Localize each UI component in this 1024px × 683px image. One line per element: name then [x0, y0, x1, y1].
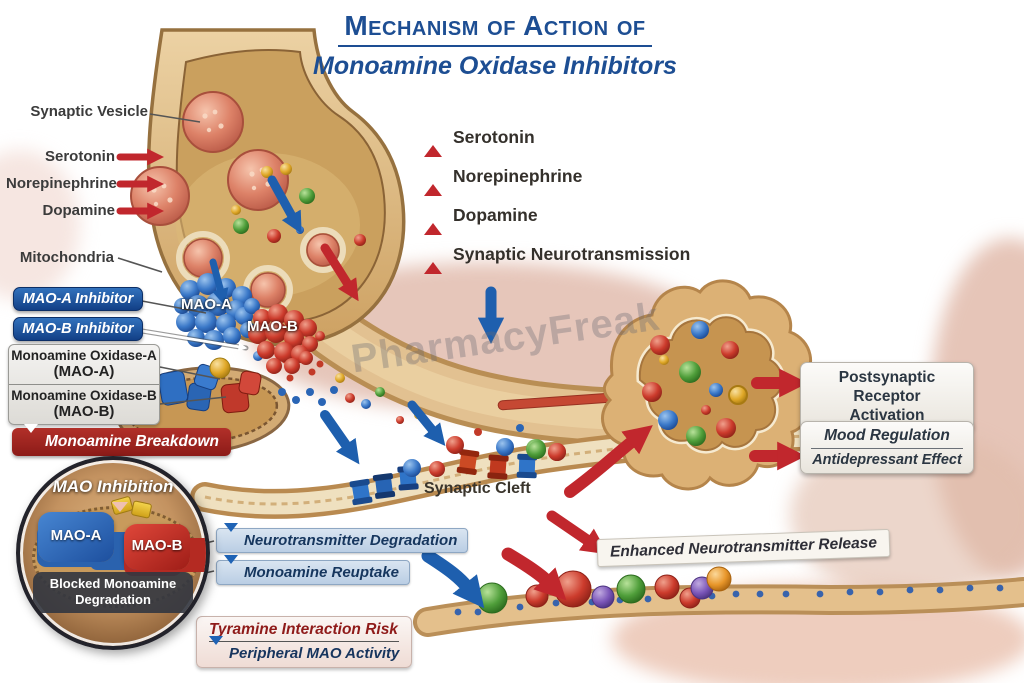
- label-synaptic-vesicle: Synaptic Vesicle: [30, 103, 148, 120]
- label-mitochondria: Mitochondria: [19, 249, 114, 266]
- neurotransmitter-dots: [231, 163, 366, 246]
- divider: [811, 448, 963, 449]
- tyramine-risk-label: Tyramine Interaction Risk: [209, 621, 400, 642]
- bottom-membrane: [413, 566, 1024, 637]
- postsynaptic-line2: Activation: [849, 407, 925, 424]
- monoamine-breakdown-box: Monoamine Breakdown: [12, 424, 231, 456]
- banner-line1: Blocked Monoamine: [49, 576, 177, 591]
- postsynaptic-line1: Postsynaptic Receptor: [838, 369, 936, 405]
- degradation-box: Neurotransmitter Degradation: [216, 523, 469, 553]
- decrease-arrow-icon: [224, 555, 238, 581]
- mao-inhibition-inset: MAO Inhibition MAO-A MAO-B Blocked Monoa…: [16, 456, 210, 650]
- mao-a-inhibitor-box: MAO-A Inhibitor: [13, 287, 143, 311]
- mao-b-enzyme-label: Monoamine Oxidase-B (MAO-B): [9, 384, 159, 424]
- label-serotonin: Serotonin: [45, 148, 115, 165]
- banner-line2: Degradation: [75, 592, 151, 607]
- postsynaptic-neuron: [528, 279, 812, 491]
- peripheral-mao-label: Peripheral MAO Activity: [229, 645, 400, 662]
- mao-b-name: Monoamine Oxidase-B: [11, 388, 157, 403]
- degradation-label: Neurotransmitter Degradation: [244, 532, 458, 549]
- effect-serotonin: Serotonin: [424, 125, 690, 157]
- reuptake-label: Monoamine Reuptake: [244, 564, 400, 581]
- increased-effects-list: Serotonin Norepinephrine Dopamine Synapt…: [424, 125, 691, 274]
- breakdown-label: Monoamine Breakdown: [45, 433, 219, 450]
- enzyme-labels-box: Monoamine Oxidase-A (MAO-A) Monoamine Ox…: [8, 344, 160, 425]
- effect-label: Synaptic Neurotransmission: [453, 243, 691, 264]
- label-norepinephrine: Norepinephrine: [6, 175, 117, 192]
- inset-mao-a-blob: MAO-A: [38, 512, 114, 562]
- synaptic-vesicles: [130, 91, 346, 315]
- antidepressant-label: Antidepressant Effect: [812, 452, 962, 468]
- mao-a-enzyme-label: Monoamine Oxidase-A (MAO-A): [9, 345, 159, 384]
- mao-a-cluster-label: MAO-A: [181, 296, 232, 313]
- effect-norepinephrine: Norepinephrine: [424, 164, 690, 196]
- mito-enzymes: [157, 357, 262, 414]
- increase-arrow-icon: [424, 245, 442, 274]
- increase-arrow-icon: [424, 167, 442, 196]
- mao-b-inhibitor-box: MAO-B Inhibitor: [13, 317, 143, 341]
- synaptic-cleft-label: Synaptic Cleft: [424, 480, 531, 497]
- title-line1: Mechanism of Action of: [338, 10, 652, 47]
- inset-mao-b-blob: MAO-B: [124, 524, 190, 570]
- mood-regulation-box: Mood Regulation Antidepressant Effect: [800, 421, 974, 474]
- effect-label: Serotonin: [453, 126, 535, 147]
- tyramine-box: Tyramine Interaction Risk Peripheral MAO…: [196, 616, 413, 668]
- effect-neurotransmission: Synaptic Neurotransmission: [424, 242, 691, 274]
- decrease-arrow-icon: [24, 424, 38, 451]
- blocked-path-arrow-icon: [112, 502, 128, 530]
- mao-a-abbr: (MAO-A): [53, 363, 115, 380]
- label-dopamine: Dopamine: [42, 202, 115, 219]
- peripheral-mao-row: Peripheral MAO Activity: [209, 636, 400, 662]
- flow-arrows: [116, 148, 809, 609]
- mao-a-name: Monoamine Oxidase-A: [11, 348, 157, 363]
- title-line2: Monoamine Oxidase Inhibitors: [313, 52, 677, 80]
- reuptake-box: Monoamine Reuptake: [216, 555, 411, 585]
- effect-dopamine: Dopamine: [424, 203, 690, 235]
- mao-b-cluster: [248, 304, 325, 374]
- effect-label: Norepinephrine: [453, 165, 583, 186]
- inset-title: MAO Inhibition: [52, 477, 174, 496]
- mao-b-abbr: (MAO-B): [53, 403, 115, 420]
- mood-label: Mood Regulation: [824, 427, 950, 444]
- decrease-arrow-icon: [224, 523, 238, 549]
- increase-arrow-icon: [424, 206, 442, 235]
- postsynaptic-activation-box: Postsynaptic Receptor Activation: [800, 362, 974, 431]
- effect-label: Dopamine: [453, 204, 538, 225]
- increase-arrow-icon: [424, 128, 442, 157]
- mao-b-cluster-label: MAO-B: [247, 318, 298, 335]
- inset-banner: Blocked Monoamine Degradation: [33, 572, 193, 613]
- page-title: Mechanism of Action of Monoamine Oxidase…: [280, 10, 710, 81]
- decrease-arrow-icon: [209, 636, 223, 662]
